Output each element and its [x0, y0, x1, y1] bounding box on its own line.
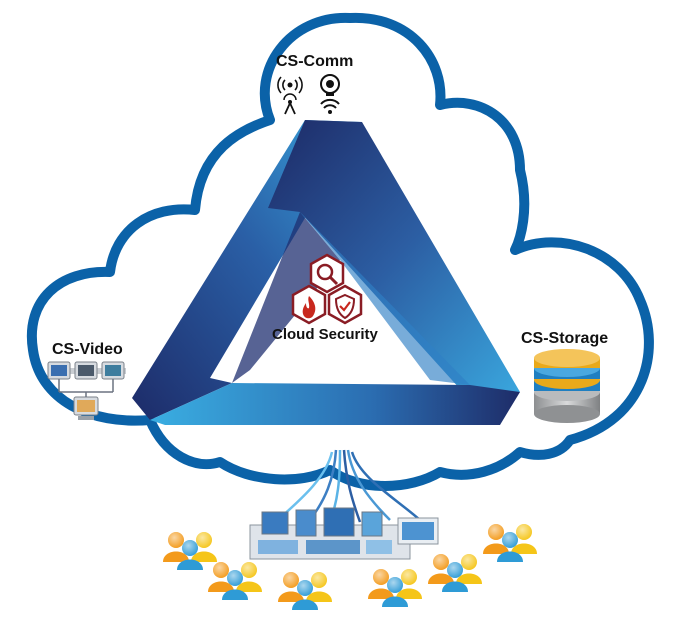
user-body: [236, 581, 262, 592]
user-group: [483, 524, 537, 562]
triangle-bottom-beam: [150, 383, 520, 425]
user-body: [456, 573, 482, 584]
user-head-gloss: [447, 562, 463, 578]
user-body: [191, 551, 217, 562]
user-group: [428, 554, 482, 592]
user-head-gloss: [488, 524, 504, 540]
user-head-gloss: [516, 524, 532, 540]
shield-check-icon: [327, 284, 363, 325]
user-head-gloss: [297, 580, 313, 596]
cs-storage-label: CS-Storage: [521, 330, 609, 347]
user-head-gloss: [196, 532, 212, 548]
triangle-inner-highlight: [300, 212, 470, 385]
speaker-icon: [320, 74, 340, 96]
user-body: [511, 543, 537, 554]
user-head-gloss: [227, 570, 243, 586]
user-head-gloss: [387, 577, 403, 593]
user-body: [382, 596, 408, 607]
user-body: [292, 599, 318, 610]
user-head-gloss: [241, 562, 257, 578]
user-head-gloss: [283, 572, 299, 588]
user-body: [428, 573, 454, 584]
wireless-broadcast-icon: [277, 76, 303, 94]
user-body: [306, 591, 332, 602]
penrose-triangle: [132, 120, 520, 425]
fire-icon: [291, 284, 327, 325]
user-body: [163, 551, 189, 562]
triangle-inner-shade: [232, 212, 340, 383]
user-body: [222, 589, 248, 600]
user-group: [278, 572, 332, 610]
user-body: [368, 588, 394, 599]
user-head-gloss: [182, 540, 198, 556]
user-head-gloss: [502, 532, 518, 548]
user-body: [177, 559, 203, 570]
user-group: [208, 562, 262, 600]
center-security-icons: [291, 253, 363, 325]
wifi-icon: [320, 98, 340, 114]
video-monitors-icon: [47, 361, 126, 420]
user-body: [208, 581, 234, 592]
database-icon: [534, 349, 600, 423]
user-head-gloss: [373, 569, 389, 585]
comm-icons: [277, 74, 340, 115]
user-head-gloss: [168, 532, 184, 548]
user-body: [396, 588, 422, 599]
user-body: [483, 543, 509, 554]
user-head-gloss: [311, 572, 327, 588]
antenna-tower-icon: [283, 93, 297, 115]
user-head-gloss: [433, 554, 449, 570]
user-group-icon: [163, 524, 537, 610]
cs-comm-label: CS-Comm: [276, 53, 354, 70]
user-body: [278, 591, 304, 602]
user-body: [497, 551, 523, 562]
triangle-right-beam: [268, 120, 520, 400]
cloud-security-label: Cloud Security: [272, 326, 378, 343]
devices-network-icon: [249, 507, 439, 560]
user-head-gloss: [401, 569, 417, 585]
user-body: [442, 581, 468, 592]
user-head-gloss: [461, 554, 477, 570]
user-group: [163, 532, 217, 570]
magnifier-icon: [309, 253, 345, 294]
cs-video-label: CS-Video: [52, 341, 123, 358]
user-head-gloss: [213, 562, 229, 578]
user-group: [368, 569, 422, 607]
